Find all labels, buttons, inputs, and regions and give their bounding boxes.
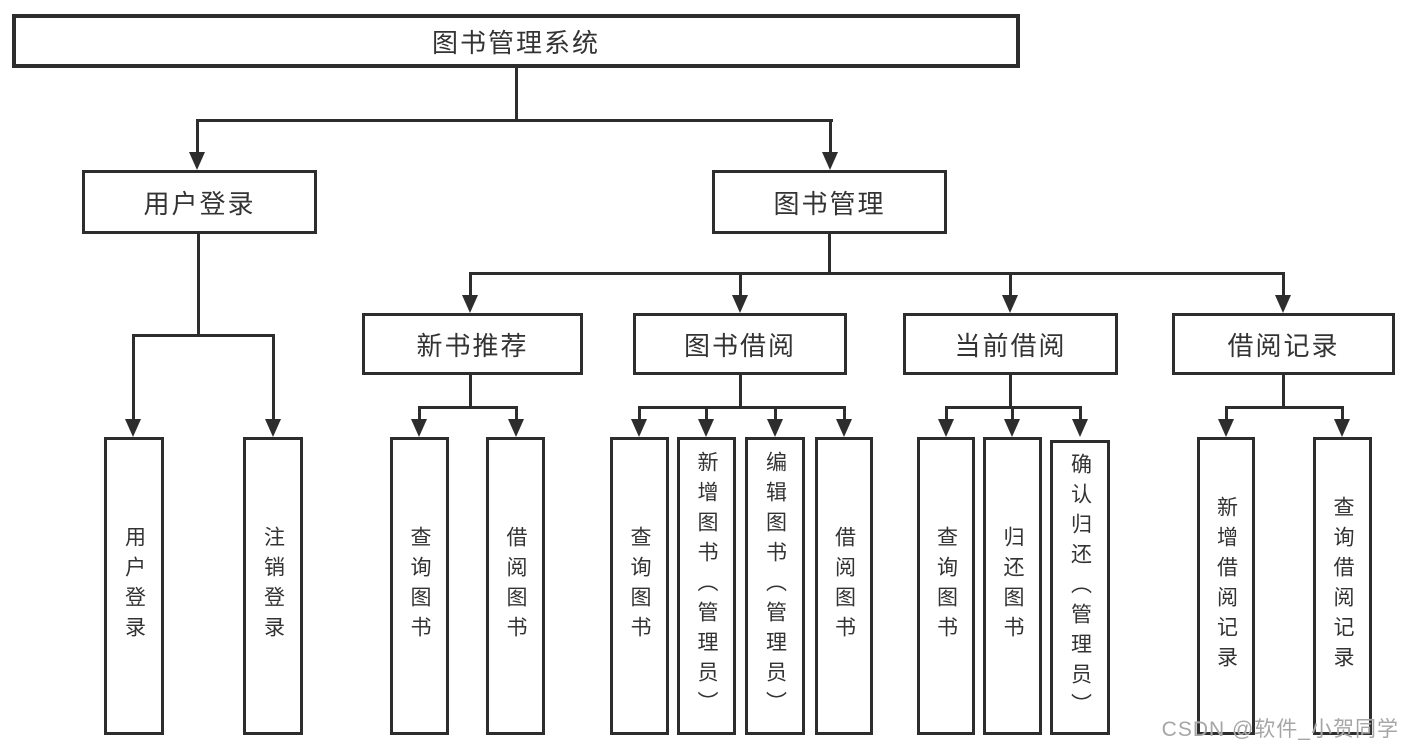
leaf-label: 借阅图书 (832, 526, 856, 646)
leaf-label: 借阅图书 (504, 526, 527, 646)
node-label: 用户登录 (143, 188, 256, 219)
leaf-label: 注销登录 (261, 526, 285, 646)
leaf-borrow-books: 借阅图书 (486, 437, 545, 735)
leaf-query-borrow-record: 查询借阅记录 (1313, 437, 1372, 735)
connector-line (1009, 375, 1012, 408)
node-borrow-records: 借阅记录 (1172, 313, 1395, 375)
node-label: 新书推荐 (416, 330, 529, 361)
leaf-query-books: 查询图书 (917, 437, 975, 735)
node-label: 图书管理系统 (431, 27, 600, 58)
connector-line (638, 406, 846, 409)
node-label: 图书借阅 (683, 330, 796, 361)
leaf-label: 用户登录 (122, 526, 146, 646)
leaf-borrow-books: 借阅图书 (815, 437, 873, 735)
leaf-label: 查询图书 (628, 526, 651, 646)
leaf-query-books: 查询图书 (610, 437, 669, 735)
leaf-confirm-return-admin: 确认归还（管理员） (1050, 440, 1110, 735)
leaf-label: 确认归还（管理员） (1068, 452, 1092, 723)
leaf-label: 查询图书 (934, 526, 958, 646)
leaf-logout: 注销登录 (243, 437, 303, 735)
node-book-borrow: 图书借阅 (633, 313, 847, 375)
connector-line (945, 406, 1082, 409)
leaf-label: 编辑图书（管理员） (763, 451, 787, 721)
node-new-book-recommend: 新书推荐 (362, 313, 583, 375)
connector-line (469, 272, 1285, 275)
node-book-management: 图书管理 (712, 170, 947, 234)
connector-line (196, 119, 833, 122)
leaf-return-books: 归还图书 (983, 437, 1042, 735)
connector-line (1282, 375, 1285, 408)
leaf-label: 归还图书 (1001, 526, 1024, 646)
leaf-edit-book-admin: 编辑图书（管理员） (745, 437, 805, 735)
leaf-label: 查询图书 (408, 526, 431, 646)
leaf-add-book-admin: 新增图书（管理员） (677, 437, 736, 735)
node-label: 图书管理 (773, 188, 886, 219)
connector-line (515, 66, 518, 121)
node-library-system: 图书管理系统 (12, 14, 1020, 68)
leaf-label: 新增图书（管理员） (695, 451, 718, 721)
connector-line (739, 375, 742, 408)
node-label: 借阅记录 (1227, 330, 1340, 361)
connector-line (418, 406, 518, 409)
watermark-text: CSDN @软件_小贺同学 (1161, 718, 1399, 741)
connector-line (132, 334, 275, 337)
leaf-label: 新增借阅记录 (1214, 496, 1238, 676)
leaf-label: 查询借阅记录 (1331, 496, 1354, 676)
node-current-borrow: 当前借阅 (903, 313, 1118, 375)
node-user-login: 用户登录 (82, 170, 317, 234)
connector-line (828, 234, 831, 274)
leaf-add-borrow-record: 新增借阅记录 (1197, 437, 1255, 735)
leaf-user-login: 用户登录 (104, 437, 164, 735)
connector-line (469, 375, 472, 408)
leaf-query-books: 查询图书 (390, 437, 449, 735)
node-label: 当前借阅 (954, 330, 1067, 361)
connector-line (197, 233, 200, 336)
connector-line (1225, 406, 1344, 409)
